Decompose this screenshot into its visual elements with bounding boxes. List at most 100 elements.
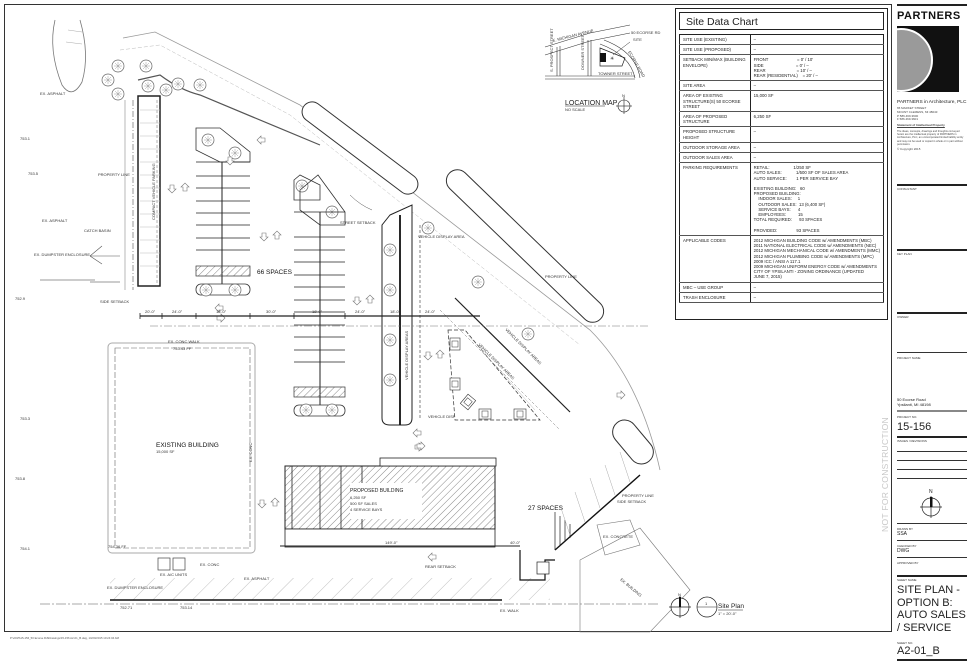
divider <box>897 575 967 577</box>
table-row: SETBACK MIN/MAX (BUILDING ENVELOPE)FRONT… <box>679 54 884 82</box>
svg-text:PROPERTY LINE: PROPERTY LINE <box>98 172 130 177</box>
divider <box>897 557 967 558</box>
site-plan-tag: N 1 Site Plan 1" = 20'-0" <box>669 592 744 618</box>
svg-text:COMPACT VEHICLE PARKING: COMPACT VEHICLE PARKING <box>151 163 156 220</box>
drawing-border <box>4 4 892 632</box>
issues-label: ISSUES / REVISIONS <box>897 438 927 443</box>
svg-text:753.8: 753.8 <box>15 476 26 481</box>
site-data-chart: Site Data Chart SITE USE (EXISTING)– SIT… <box>675 8 888 320</box>
divider <box>897 410 967 412</box>
svg-text:VEHICLE DISPLAY AREAS: VEHICLE DISPLAY AREAS <box>404 330 409 380</box>
svg-text:6,250 SF: 6,250 SF <box>350 495 367 500</box>
svg-text:EX. DUMPSTER ENCLOSURE: EX. DUMPSTER ENCLOSURE <box>34 252 90 257</box>
dimension-string: 20'-0" 24'-0" 18'-0" 30'-0" 18'-0" 24'-0… <box>100 299 480 319</box>
svg-text:24'-0": 24'-0" <box>172 309 183 314</box>
svg-text:27 SPACES: 27 SPACES <box>528 505 564 512</box>
table-row: AREA OF EXISTING STRUCTURE(S) 50 ECORSE … <box>679 90 884 113</box>
svg-text:EX. CONC: EX. CONC <box>248 443 253 462</box>
svg-text:STREET SETBACK: STREET SETBACK <box>340 220 376 225</box>
issue-row-line <box>897 468 967 470</box>
divider <box>897 4 967 6</box>
svg-text:Site Plan: Site Plan <box>718 603 744 610</box>
svg-text:40'-0": 40'-0" <box>510 540 521 545</box>
svg-text:N: N <box>678 592 681 597</box>
svg-text:SITE: SITE <box>633 37 642 42</box>
svg-text:NO SCALE: NO SCALE <box>565 107 586 112</box>
issue-row-line <box>897 459 967 461</box>
svg-text:30'-0": 30'-0" <box>266 309 277 314</box>
svg-text:18'-0": 18'-0" <box>312 309 323 314</box>
divider <box>897 523 967 524</box>
svg-text:753.1: 753.1 <box>20 136 31 141</box>
firm-logo-icon <box>897 26 959 92</box>
svg-text:753.5: 753.5 <box>28 171 39 176</box>
svg-text:✳: ✳ <box>610 56 614 62</box>
west-features: EX. ASPHALT EX. ASPHALT EX. DUMPSTER ENC… <box>15 91 130 551</box>
site-data-chart-title: Site Data Chart <box>679 12 884 30</box>
not-for-construction-watermark: NOT FOR CONSTRUCTION <box>880 417 890 532</box>
svg-text:500 SF SALES: 500 SF SALES <box>350 501 377 506</box>
svg-text:VEHICLE DISPLAY AREA: VEHICLE DISPLAY AREA <box>418 234 465 239</box>
table-row: MBC – USE GROUP– <box>679 282 884 293</box>
divider <box>897 352 967 353</box>
divider <box>897 249 967 251</box>
svg-text:PROPERTY LINE: PROPERTY LINE <box>545 274 577 279</box>
copyright-text: The ideas, concepts, drawings and though… <box>897 129 964 146</box>
svg-text:N: N <box>929 489 933 495</box>
copyright-heading: Statement of Intellectual Property <box>897 123 945 128</box>
svg-text:PROPOSED BUILDING: PROPOSED BUILDING <box>350 488 403 494</box>
site-plan-drawing: COMPACT VEHICLE PARKING <box>15 19 744 633</box>
issue-row-line <box>897 450 967 452</box>
table-row: PROPOSED STRUCTURE HEIGHT– <box>679 126 884 143</box>
svg-text:24'-0": 24'-0" <box>355 309 366 314</box>
se-corner: PROPERTY LINE SIDE SETBACK EX. CONCRETE … <box>519 451 691 633</box>
sheet-name-label: SHEET NAME <box>897 578 917 582</box>
svg-text:VEHICLE DISPLAY AREA: VEHICLE DISPLAY AREA <box>428 414 475 419</box>
drawn-by-label: DRAWN BY <box>897 527 914 531</box>
compact-parking: COMPACT VEHICLE PARKING <box>124 95 161 290</box>
divider <box>897 435 967 438</box>
svg-text:SIDE SETBACK: SIDE SETBACK <box>100 299 129 304</box>
drawn-by-value: SSA <box>897 531 908 537</box>
svg-text:66 SPACES: 66 SPACES <box>257 269 293 276</box>
parking-module-1 <box>195 127 251 297</box>
svg-text:EX. BUILDING: EX. BUILDING <box>619 577 642 598</box>
divider <box>897 184 967 186</box>
key-plan-label: KEY PLAN <box>897 252 912 256</box>
svg-text:SIDE SETBACK: SIDE SETBACK <box>617 499 646 504</box>
table-row: SITE USE (EXISTING)– <box>679 34 884 46</box>
issue-row-line <box>897 477 967 479</box>
svg-text:REAR SETBACK: REAR SETBACK <box>425 564 456 569</box>
svg-text:752.71: 752.71 <box>120 605 133 610</box>
svg-text:754.1: 754.1 <box>20 546 31 551</box>
svg-text:CATCH BASIN: CATCH BASIN <box>84 228 111 233</box>
svg-text:753.14: 753.14 <box>180 605 193 610</box>
svg-text:EX. WALK: EX. WALK <box>500 608 519 613</box>
svg-text:S. PROSPECT STREET: S. PROSPECT STREET <box>549 28 554 72</box>
svg-text:753.3: 753.3 <box>20 416 31 421</box>
triangle-display: VEHICLE DISPLAY AREAS <box>447 329 541 421</box>
svg-text:24'-0": 24'-0" <box>425 309 436 314</box>
ecorse-islands <box>301 101 654 465</box>
site-data-table: SITE USE (EXISTING)– SITE USE (PROPOSED)… <box>679 34 884 303</box>
svg-text:EXISTING BUILDING: EXISTING BUILDING <box>156 442 219 449</box>
checked-by-label: CHECKED BY <box>897 544 917 548</box>
checked-by-value: DWG <box>897 548 910 554</box>
title-block: PARTNERS PARTNERS in Architecture, PLC 6… <box>897 4 967 661</box>
sheet-name: SITE PLAN - OPTION B: AUTO SALES / SERVI… <box>897 584 966 634</box>
owner-label: OWNER <box>897 315 909 319</box>
location-map: ✳ 50 ECORSE RD SITE E. MICHIGAN AVENUE S… <box>544 24 660 114</box>
consultant-label: CONSULTANT <box>897 187 917 191</box>
svg-text:N: N <box>622 93 625 98</box>
project-number: 15-156 <box>897 420 932 433</box>
proposed-building: PROPOSED BUILDING 6,250 SF 500 SF SALES … <box>280 457 521 548</box>
existing-building: EXISTING BUILDING 15,000 SF EX. CONC WAL… <box>107 339 256 577</box>
svg-text:EX. ASPHALT: EX. ASPHALT <box>42 218 68 223</box>
svg-text:1" = 20'-0": 1" = 20'-0" <box>718 611 737 616</box>
file-path-footer: P:\2015\15-156_50 Ecorse Rd\Drawings\15-… <box>10 636 119 640</box>
svg-text:4 SERVICE BAYS: 4 SERVICE BAYS <box>350 507 383 512</box>
svg-text:EX. CONC: EX. CONC <box>200 562 219 567</box>
svg-text:1: 1 <box>705 601 708 606</box>
svg-text:EX. CONCRETE: EX. CONCRETE <box>603 534 633 539</box>
svg-text:18'-0": 18'-0" <box>390 309 401 314</box>
